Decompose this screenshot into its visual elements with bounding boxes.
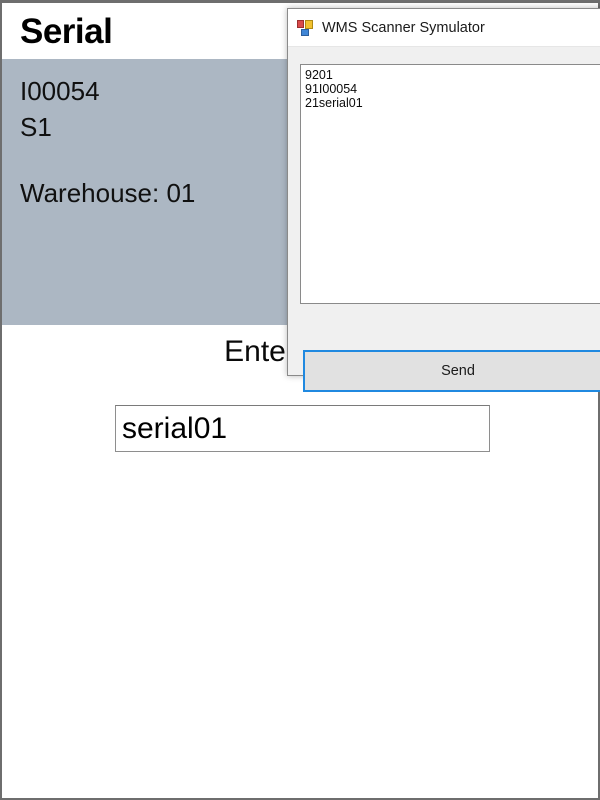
serial-input[interactable] bbox=[115, 405, 490, 452]
scanner-window-body: 9201 91I00054 21serial01 Send bbox=[288, 47, 600, 392]
info-location: S1 bbox=[20, 112, 52, 142]
action-bar bbox=[2, 678, 598, 798]
scanner-window-titlebar[interactable]: WMS Scanner Symulator bbox=[288, 9, 600, 47]
send-button[interactable]: Send bbox=[303, 350, 600, 392]
scanner-simulator-window[interactable]: WMS Scanner Symulator 9201 91I00054 21se… bbox=[287, 8, 600, 392]
winforms-app-icon bbox=[297, 19, 313, 36]
info-warehouse: Warehouse: 01 bbox=[20, 178, 196, 208]
scan-log-textarea[interactable]: 9201 91I00054 21serial01 bbox=[300, 64, 600, 304]
info-item-code: I00054 bbox=[20, 76, 100, 106]
scanner-window-title: WMS Scanner Symulator bbox=[322, 19, 485, 36]
page-title: Serial bbox=[20, 11, 113, 51]
